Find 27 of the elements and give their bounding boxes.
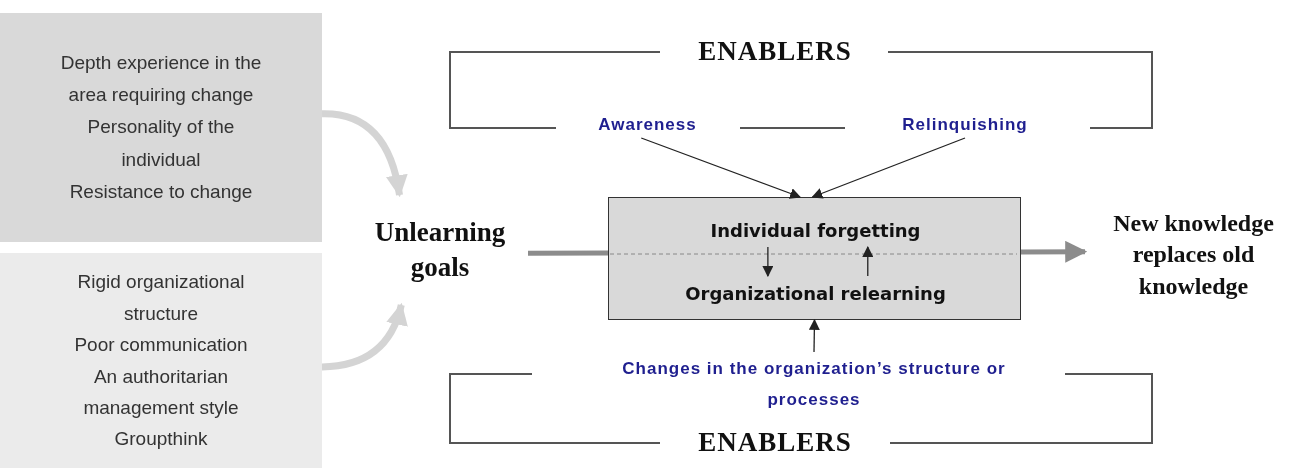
factor-text: Personality of the individual <box>86 115 236 172</box>
factor-panel <box>0 253 322 468</box>
arrow <box>762 246 774 278</box>
enabler-label: Relinquishing <box>902 113 1028 136</box>
factor-text: Groupthink <box>114 427 208 452</box>
arrow <box>321 302 407 371</box>
factor-text: Rigid organizational structure <box>76 270 246 326</box>
process-step: Individual forgetting <box>710 220 921 242</box>
process-step: Organizational relearning <box>685 283 946 305</box>
arrow <box>640 137 802 199</box>
process-box <box>608 197 1021 320</box>
enablers-heading: ENABLERS <box>697 427 853 458</box>
factor-text: Depth experience in the area requiring change <box>59 50 263 108</box>
factor-text: Resistance to change <box>69 179 253 204</box>
outcome-label: New knowledge replaces old knowledge <box>1112 209 1275 301</box>
enabler-label: Awareness <box>598 113 697 136</box>
enablers-heading: ENABLERS <box>697 36 853 67</box>
enabler-label: Changes in the organization’s structure or processes <box>621 358 1007 411</box>
factor-panel <box>0 13 322 242</box>
factor-text: Poor communication <box>74 333 248 358</box>
arrow <box>808 318 820 353</box>
goal-label: Unlearning goals <box>373 215 507 284</box>
arrow <box>321 110 407 198</box>
arrow <box>1021 240 1088 263</box>
factor-text: An authoritarian management style <box>82 364 240 420</box>
arrow <box>862 245 874 277</box>
arrow <box>811 137 966 199</box>
